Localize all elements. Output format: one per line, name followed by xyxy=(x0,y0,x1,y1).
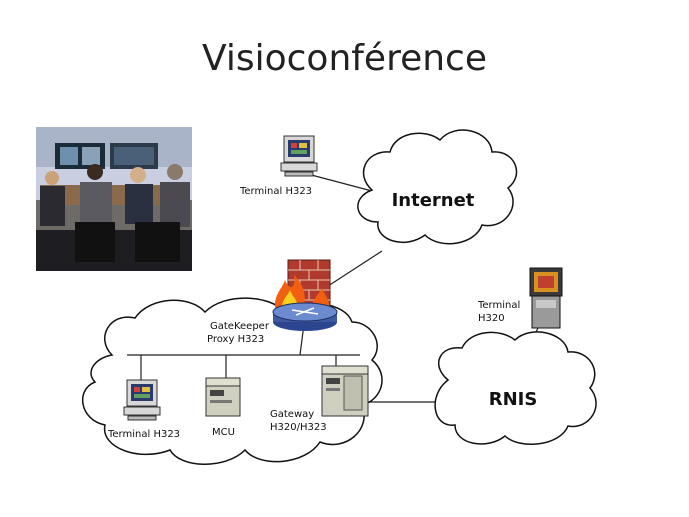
router-icon xyxy=(272,302,338,331)
mcu-icon xyxy=(205,377,241,417)
terminal-h320-label-line1: Terminal xyxy=(477,300,520,311)
terminal-h320-icon xyxy=(529,267,563,329)
gateway-label-line1: Gateway xyxy=(270,409,314,420)
gateway-icon xyxy=(321,365,369,417)
rnis-cloud-label: RNIS xyxy=(489,389,538,410)
terminal-h323-top-icon xyxy=(280,135,318,177)
gatekeeper-label-line2: Proxy H323 xyxy=(207,334,264,345)
internet-cloud: Internet xyxy=(357,129,518,245)
mcu-label: MCU xyxy=(212,427,235,438)
gatekeeper-label-line1: GateKeeper xyxy=(210,321,270,332)
internet-cloud-label: Internet xyxy=(392,190,475,211)
gateway-label-line2: H320/H323 xyxy=(270,422,327,433)
terminal-h323-bottom-label: Terminal H323 xyxy=(107,429,180,440)
conference-room-photo xyxy=(36,127,192,271)
slide-title: Visioconférence xyxy=(202,38,487,79)
terminal-h323-bottom-icon xyxy=(123,379,161,421)
terminal-h323-top-label: Terminal H323 xyxy=(239,186,312,197)
terminal-h320-label-line2: H320 xyxy=(478,313,505,324)
rnis-cloud: RNIS xyxy=(434,331,597,446)
